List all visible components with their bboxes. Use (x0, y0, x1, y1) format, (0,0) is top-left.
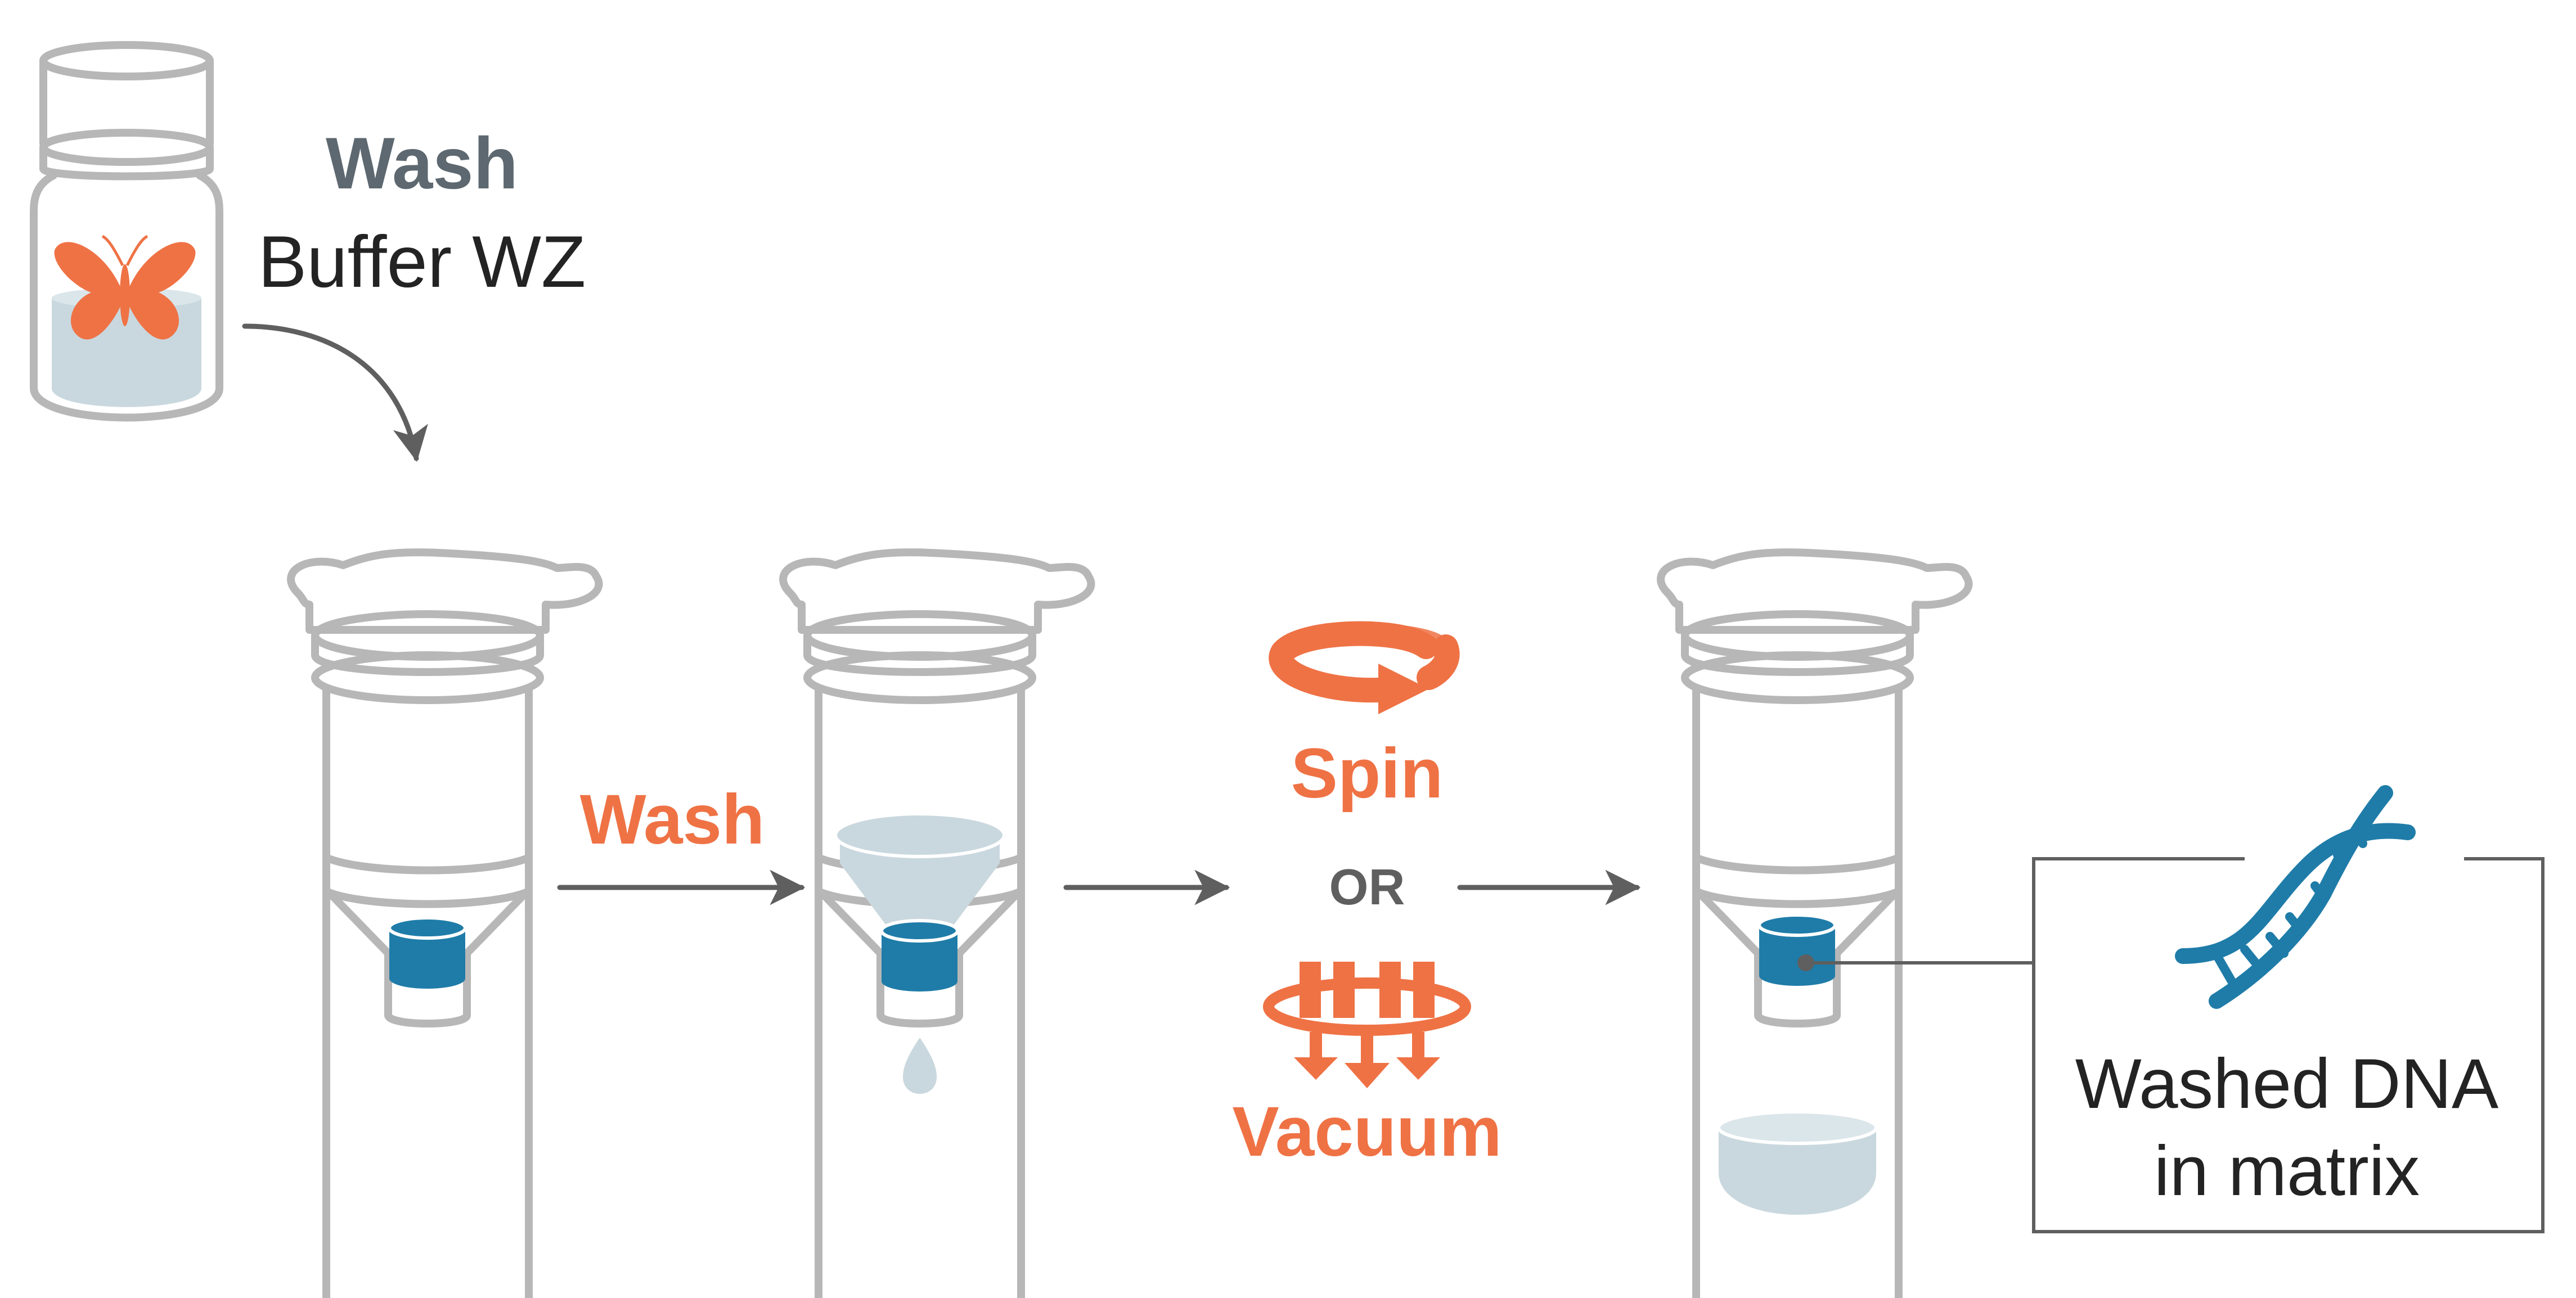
butterfly-icon (54, 235, 196, 340)
buffer-title-regular: Buffer WZ (258, 220, 586, 303)
buffer-curved-arrow (242, 323, 428, 462)
spin-label: Spin (1291, 734, 1444, 813)
wash-buffer-bottle (30, 41, 223, 422)
tube-1 (291, 552, 599, 1298)
wash-step-label: Wash (580, 781, 765, 859)
dna-icon (2175, 785, 2416, 1009)
tube-2 (783, 552, 1091, 1298)
vacuum-label: Vacuum (1232, 1093, 1501, 1171)
or-label: OR (1329, 859, 1405, 916)
droplet-icon (903, 1038, 937, 1094)
result-line-1: Washed DNA (2075, 1045, 2499, 1123)
result-line-2: in matrix (2154, 1132, 2420, 1210)
tube-3 (1661, 552, 1968, 1298)
result-box (2032, 857, 2544, 1233)
vacuum-icon (1263, 962, 1471, 1088)
spin-icon (1269, 621, 1460, 714)
buffer-title-bold: Wash (326, 122, 518, 204)
